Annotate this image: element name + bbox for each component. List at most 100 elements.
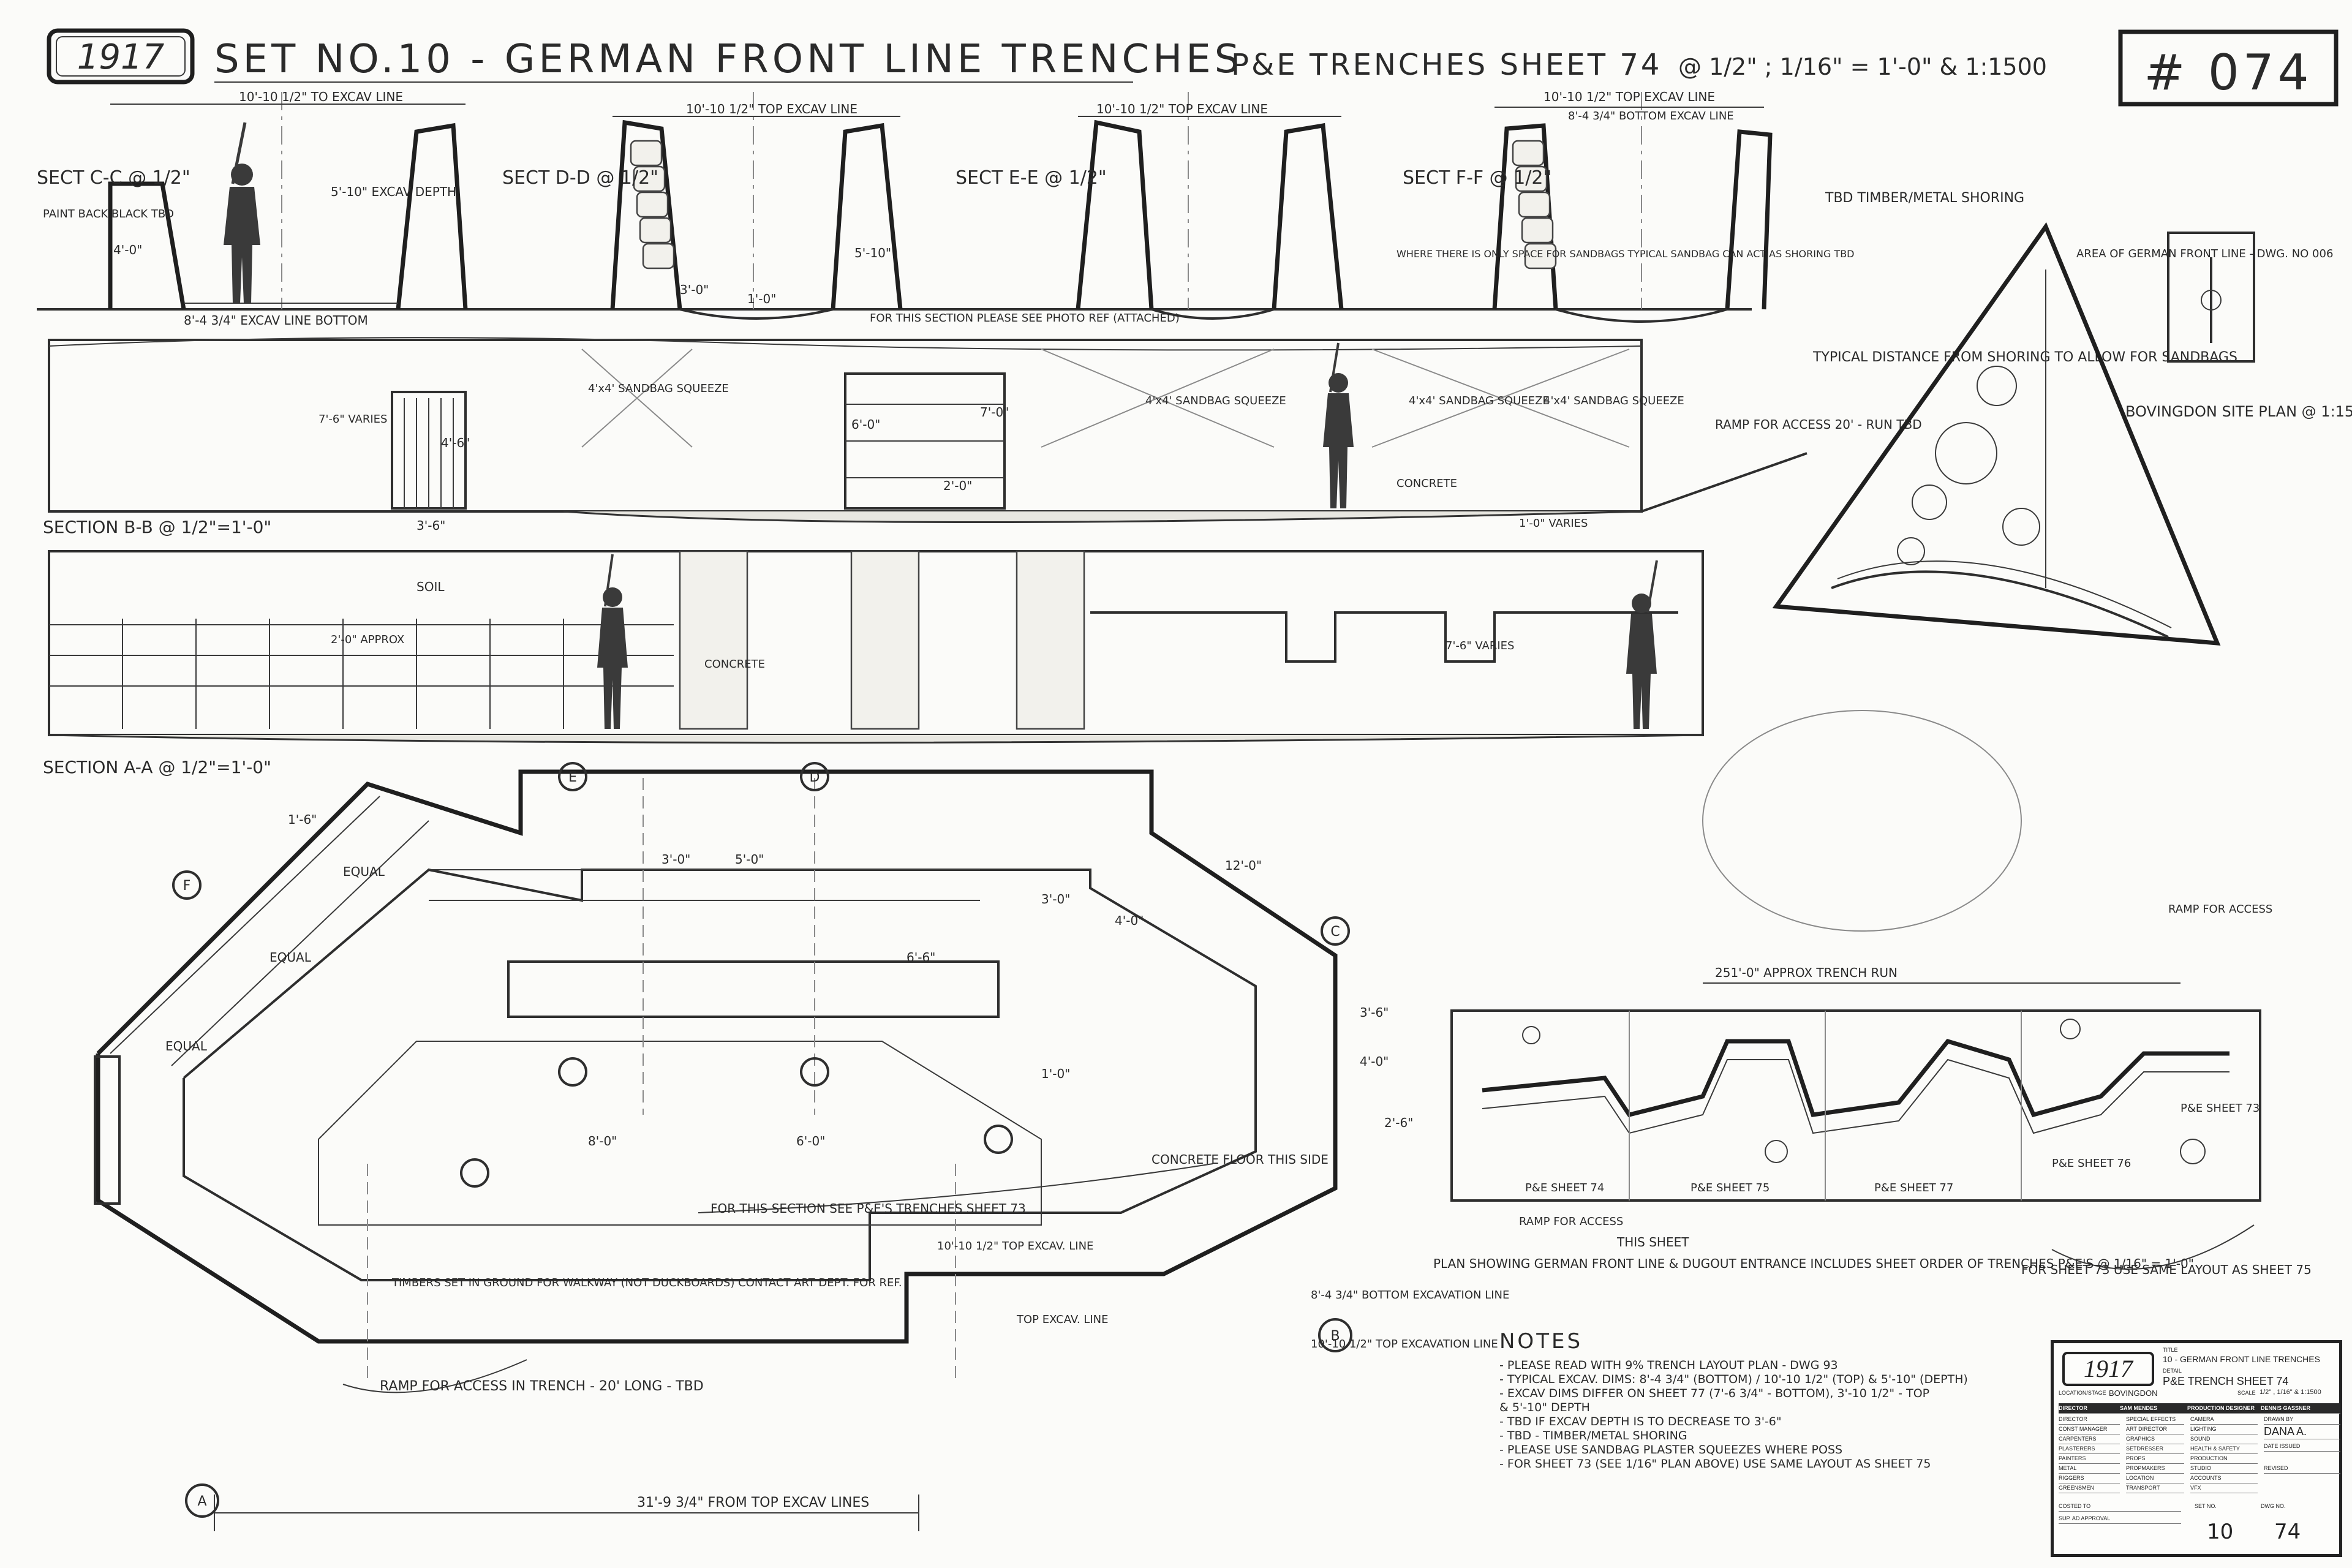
sandbag [1521,217,1554,244]
label-sheet-73-note: FOR SHEET 73 USE SAME LAYOUT AS SHEET 75 [2021,1262,2312,1277]
marker-circle [460,1158,489,1188]
site-crater [2002,508,2040,546]
titleblock-logo: 1917 [2062,1352,2154,1386]
tb-set-no: 10 [2207,1520,2234,1544]
label-ramp-trench: RAMP FOR ACCESS IN TRENCH - 20' LONG - T… [380,1379,704,1394]
label-sect-ff: SECT F-F @ 1/2" [1403,167,1551,189]
sandbag [630,140,663,167]
drawing-scale: @ 1/2" ; 1/16" = 1'-0" & 1:1500 [1678,53,2047,80]
tb-set-label: SET NO. [2195,1503,2217,1509]
note-line: & 5'-10" DEPTH [1499,1401,1590,1414]
dim-label: 6'-0" [851,417,880,432]
label-pe75: P&E SHEET 75 [1691,1182,1770,1194]
sandbag [636,191,669,218]
dim-label: 12'-0" [1225,858,1262,873]
profile-ff-left-wall [1492,123,1558,310]
trench-run-outline [1450,1009,2261,1202]
crater [1522,1026,1540,1044]
note-line: - TBD IF EXCAV DEPTH IS TO DECREASE TO 3… [1499,1415,1782,1428]
dim-label: 3'-6" [1360,1005,1389,1020]
tb-pd-label: PRODUCTION DESIGNER [2187,1403,2261,1414]
aa-squeeze-profile [1090,611,1678,663]
north-arrow-box [2167,232,2255,363]
trench-run-path-inner [1482,1058,2230,1134]
tb-detail-label: DETAIL [2163,1368,2182,1374]
profile-ee-right-wall [1272,123,1344,310]
marker-f: F [183,878,191,894]
label-section-bb: SECTION B-B @ 1/2"=1'-0" [43,517,271,537]
aa-sandbag-column [850,550,920,730]
tb-dept: STUDIO [2190,1463,2258,1474]
label-top-excav-2: 10'-10 1/2" TOP EXCAV LINE [686,102,858,116]
label-photo-ref: FOR THIS SECTION PLEASE SEE PHOTO REF (A… [870,312,1180,325]
label-top-excav-1: 10'-10 1/2" TO EXCAV LINE [239,89,403,104]
label-site-plan: BOVINGDON SITE PLAN @ 1:1500 [2125,403,2352,420]
label-timbers: TIMBERS SET IN GROUND FOR WALKWAY (NOT D… [391,1276,902,1289]
trench-run-plan [1450,710,2261,1270]
dim-label: 3'-0" [1041,892,1070,907]
profile-cc-left-wall [108,181,186,310]
aa-floor [48,734,1703,744]
tb-dept: CARPENTERS [2059,1434,2120,1444]
site-crater [1935,422,1997,484]
sandbag [633,165,666,192]
note-line: - EXCAV DIMS DIFFER ON SHEET 77 (7'-6 3/… [1499,1387,1930,1400]
tb-drawn: DANA A. [2264,1424,2340,1439]
tb-dept: LIGHTING [2190,1424,2258,1434]
label-pe77: P&E SHEET 77 [1874,1182,1953,1194]
tb-title: 10 - GERMAN FRONT LINE TRENCHES [2163,1354,2320,1364]
marker-a: A [197,1494,206,1509]
trench-floor-ee [1151,308,1275,320]
label-area-front: AREA OF GERMAN FRONT LINE - DWG. NO 006 [2076,247,2333,260]
drawing-subtitle: P&E TRENCHES SHEET 74 [1231,48,1662,82]
note-line: - FOR SHEET 73 (SEE 1/16" PLAN ABOVE) US… [1499,1457,1931,1471]
notes-heading: NOTES [1499,1329,1583,1354]
dim-label: 3'-0" [680,282,709,297]
label-top-excav-b: TOP EXCAV. LINE [1016,1313,1108,1326]
label-top-excav-c: 10'-10 1/2" TOP EXCAVATION LINE [1311,1338,1498,1351]
tb-dept: HEALTH & SAFETY [2190,1444,2258,1454]
detail-bubble [1702,710,2022,932]
label-this-sheet: THIS SHEET [1616,1235,1689,1250]
trench-floor-dd [679,308,834,320]
note-line: - TBD - TIMBER/METAL SHORING [1499,1429,1687,1442]
site-plan-outline [1772,222,2221,646]
trench-run-path [1482,1038,2230,1118]
soldier-figure [1626,560,1658,729]
site-plan [1772,222,2255,646]
note-line: - PLEASE READ WITH 9% TRENCH LAYOUT PLAN… [1499,1359,1838,1372]
tb-location-label: LOCATION/STAGE [2059,1390,2106,1396]
tb-director: SAM MENDES [2120,1403,2187,1414]
label-overall-dim: 31'-9 3/4" FROM TOP EXCAV LINES [637,1495,869,1510]
label-sect-dd: SECT D-D @ 1/2" [502,167,658,189]
note-line: - PLEASE USE SANDBAG PLASTER SQUEEZES WH… [1499,1443,1843,1457]
bb-ramp [1641,452,1807,513]
crater [2180,1139,2206,1164]
label-excav-depth: 5'-10" EXCAV DEPTH [331,184,456,199]
label-concrete-floor: CONCRETE FLOOR THIS SIDE [1152,1152,1329,1167]
tb-location: BOVINGDON [2109,1389,2158,1398]
tb-dept: GRAPHICS [2126,1434,2184,1444]
dim-label: 4'-0" [1360,1054,1389,1069]
dim-label: 1'-0" [1041,1066,1070,1081]
label-pe73: P&E SHEET 73 [2180,1102,2260,1115]
label-varies-2: 1'-0" VARIES [1519,517,1588,530]
label-bottom-excav-line: 8'-4 3/4" BOTTOM EXCAVATION LINE [1311,1289,1509,1302]
label-bottom-excav: 8'-4 3/4" BOTTOM EXCAV LINE [1568,110,1734,123]
marker-circle [558,1057,587,1087]
dim-label: 3'-0" [662,852,690,867]
label-pe76: P&E SHEET 76 [2052,1157,2131,1170]
profile-ee-left-wall [1076,119,1154,310]
tb-title-label: TITLE [2163,1347,2178,1353]
tb-pd: DENNIS GASSNER [2261,1403,2340,1414]
marker-circle [172,870,202,900]
label-squeeze-1: 4'x4' SANDBAG SQUEEZE [588,382,729,395]
tb-dept: CONST MANAGER [2059,1424,2120,1434]
sandbag [639,217,672,244]
tb-dept: LOCATION [2126,1473,2184,1483]
tb-dept: VFX [2190,1483,2258,1493]
tb-dept: ART DIRECTOR [2126,1424,2184,1434]
marker-circle [1321,916,1350,946]
